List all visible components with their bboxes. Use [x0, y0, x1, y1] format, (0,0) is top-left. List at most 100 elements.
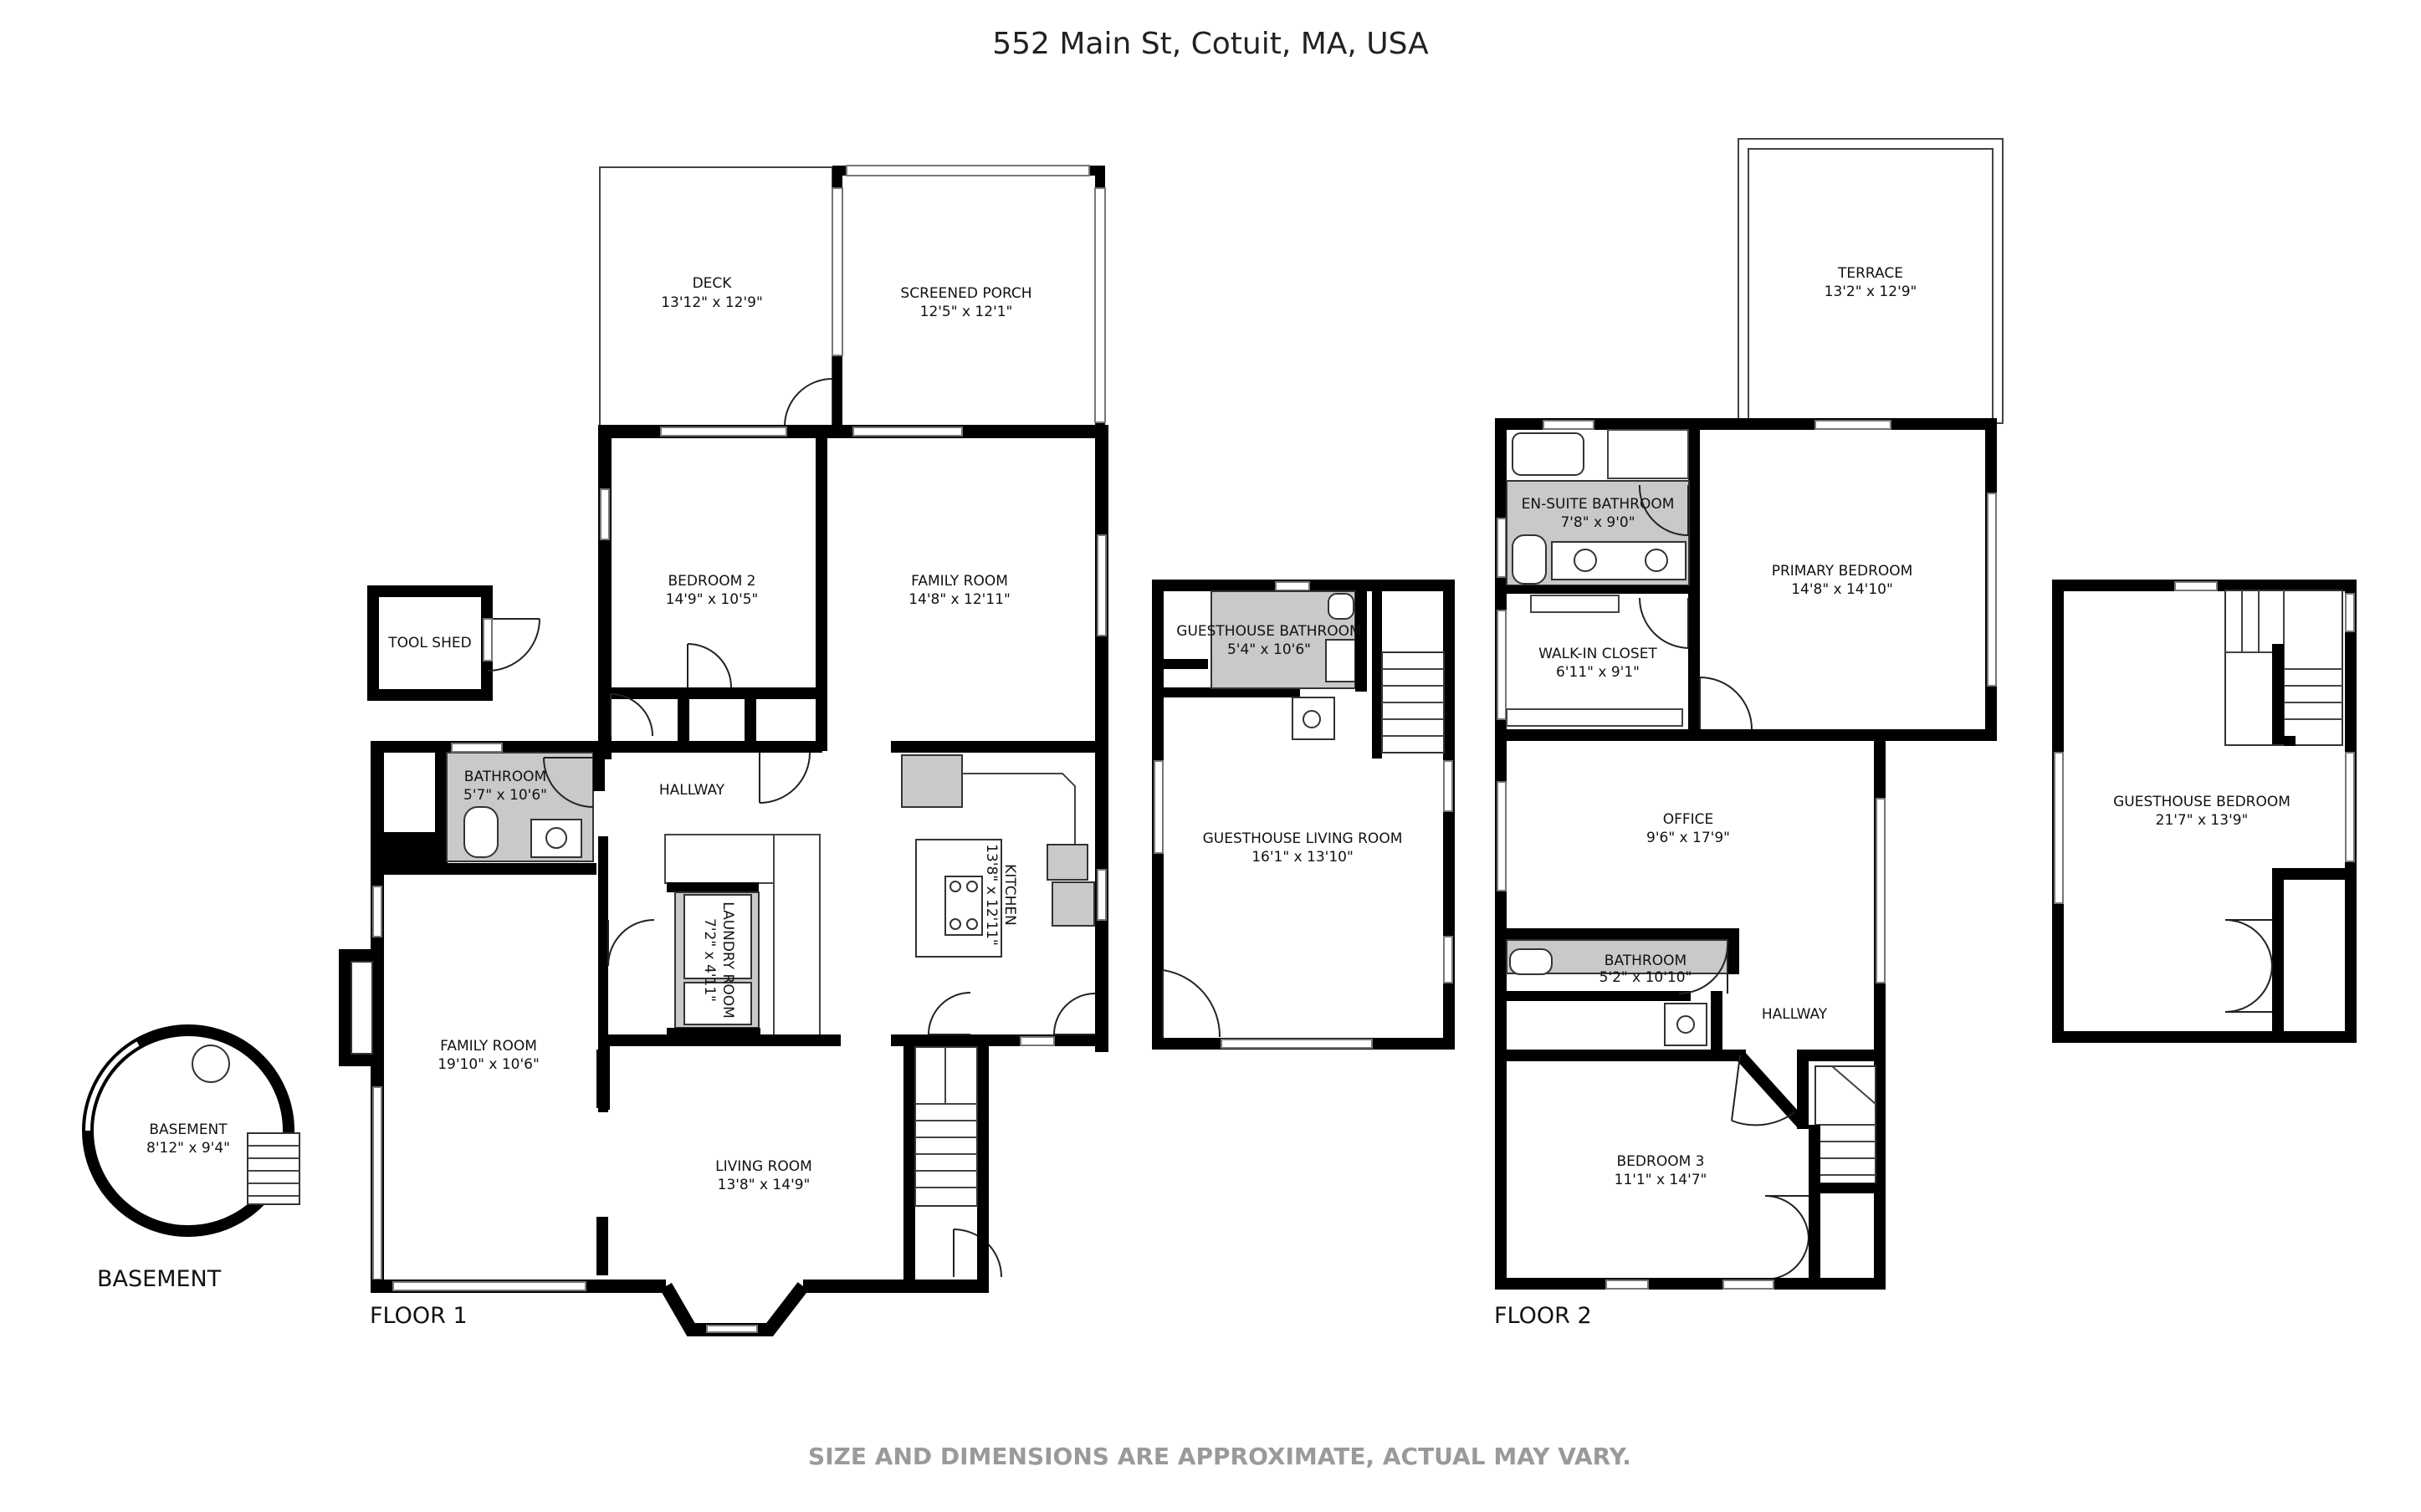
tool-shed-label: TOOL SHED: [387, 635, 471, 651]
primary-bedroom-dim: 14'8" x 14'10": [1791, 581, 1893, 598]
floor2-south-wall: [1495, 1278, 1886, 1290]
laundry-dim: 7'2" x 4'11": [701, 918, 718, 1002]
bedroom3-label: BEDROOM 3: [1617, 1153, 1705, 1170]
living-room-label: LIVING ROOM: [715, 1158, 812, 1175]
hallway-door[interactable]: [759, 752, 811, 804]
primary-west-wall: [1688, 418, 1700, 740]
bathroom-f2-door[interactable]: [1678, 944, 1728, 994]
gh-bath-bottom-wall: [1158, 687, 1300, 697]
office-label: OFFICE: [1663, 811, 1714, 828]
gh-bedroom-label: GUESTHOUSE BEDROOM: [2113, 794, 2290, 810]
deck-label: DECK: [693, 275, 733, 292]
office-bottom-wall: [1495, 928, 1729, 940]
laundry-closet-door[interactable]: [607, 919, 655, 967]
bay-window: [660, 1282, 809, 1336]
kitchen-dim: 13'8" x 12'11": [983, 844, 1000, 946]
terrace-dim: 13'2" x 12'9": [1825, 284, 1917, 300]
gh-closet-door-a[interactable]: [2224, 919, 2273, 968]
ensuite-door[interactable]: [1638, 484, 1689, 536]
walkin-closet-dim: 6'11" x 9'1": [1556, 664, 1640, 681]
porch-label: SCREENED PORCH: [900, 285, 1031, 302]
bedroom3-top-wall: [1495, 1050, 1746, 1061]
stairs-f1: [914, 1046, 978, 1207]
closet-door-2[interactable]: [1639, 597, 1689, 649]
disclaimer-text: SIZE AND DIMENSIONS ARE APPROXIMATE, ACT…: [808, 1443, 1631, 1470]
kitchen-label: KITCHEN: [1001, 864, 1018, 926]
family-room-lower-dim: 19'10" x 10'6": [438, 1056, 540, 1073]
gh-closet-top-wall: [2272, 868, 2351, 880]
bathtub: [1512, 432, 1584, 476]
kitchen-top-wall: [891, 741, 1107, 753]
family-room-upper-label: FAMILY ROOM: [911, 573, 1008, 590]
bathroom-f1-label: BATHROOM: [464, 769, 546, 785]
gh-living-dim: 16'1" x 13'10": [1251, 849, 1354, 866]
bedroom2-door[interactable]: [687, 643, 732, 688]
room-labels: DECK 13'12" x 12'9" SCREENED PORCH 12'5"…: [146, 265, 2290, 1193]
walkin-closet-label: WALK-IN CLOSET: [1538, 646, 1657, 662]
floor1-label: FLOOR 1: [370, 1303, 468, 1329]
gh-bathroom-label: GUESTHOUSE BATHROOM: [1176, 623, 1361, 640]
floor-2-plan: [1495, 138, 2004, 1290]
floor2-label: FLOOR 2: [1494, 1303, 1592, 1329]
bedroom3-door[interactable]: [1731, 1055, 1795, 1126]
deck-dim: 13'12" x 12'9": [661, 294, 763, 311]
terrace-label: TERRACE: [1837, 265, 1903, 282]
gh-living-label: GUESTHOUSE LIVING ROOM: [1203, 830, 1403, 847]
dishwasher: [1047, 844, 1088, 881]
closet-door[interactable]: [610, 693, 653, 737]
bedroom2-label: BEDROOM 2: [668, 573, 756, 590]
ensuite-label: EN-SUITE BATHROOM: [1522, 496, 1675, 513]
bathroom-f1-dim: 5'7" x 10'6": [463, 787, 547, 804]
floor-1-plan: [82, 165, 1108, 1336]
bathroom-f2-label: BATHROOM: [1605, 953, 1687, 969]
tool-shed-door[interactable]: [487, 618, 540, 672]
counter-block: [664, 834, 775, 884]
porch-door[interactable]: [784, 378, 833, 427]
guesthouse-first-floor: [1152, 580, 1455, 1050]
gh-stairs: [1381, 651, 1445, 753]
bathroom-bottom-wall: [371, 863, 596, 875]
east-wall: [1095, 425, 1108, 1052]
family-room-lower-label: FAMILY ROOM: [440, 1038, 537, 1055]
sink-f2: [1664, 1003, 1707, 1046]
address-title: 552 Main St, Cotuit, MA, USA: [992, 27, 1429, 61]
toilet-f2: [1509, 948, 1553, 975]
porch-dim: 12'5" x 12'1": [920, 304, 1013, 320]
gh-bathroom-dim: 5'4" x 10'6": [1227, 641, 1311, 658]
closet-top-wall: [1495, 585, 1689, 594]
bedroom3-closet-door-b[interactable]: [1764, 1235, 1809, 1280]
ensuite-dim: 7'8" x 9'0": [1560, 514, 1635, 531]
hallway-f1-label: HALLWAY: [659, 782, 725, 799]
living-top-wall: [598, 1034, 841, 1046]
stairs-f2: [1814, 1065, 1876, 1184]
bathroom-f2-dim: 5'2" x 10'10": [1599, 969, 1692, 986]
basement-room-label: BASEMENT: [149, 1121, 228, 1138]
gh-sink: [1325, 639, 1356, 682]
basement-floor-label: BASEMENT: [97, 1266, 222, 1292]
kitchen-sink: [1052, 881, 1095, 927]
kitchen-east-door[interactable]: [1053, 993, 1096, 1035]
bedroom3-closet-door-a[interactable]: [1764, 1195, 1809, 1240]
bathroom-f1-door[interactable]: [543, 757, 594, 808]
gh-closet-door-b[interactable]: [2224, 964, 2273, 1013]
living-room-dim: 13'8" x 14'9": [718, 1177, 811, 1193]
toilet-f1: [463, 806, 499, 858]
kitchen-door[interactable]: [928, 992, 971, 1035]
basement-stairs: [247, 1132, 300, 1205]
bedroom2-bottom-wall: [598, 687, 824, 699]
primary-bedroom-label: PRIMARY BEDROOM: [1772, 563, 1913, 580]
stair-left-wall: [903, 1045, 915, 1213]
bedroom2-dim: 14'9" x 10'5": [666, 591, 759, 608]
toilet-ensuite: [1512, 534, 1547, 585]
guesthouse-second-floor: [2052, 580, 2357, 1043]
laundry-label: LAUNDRY ROOM: [719, 902, 736, 1019]
bedroom2-right-wall: [816, 425, 827, 751]
basement-room-dim: 8'12" x 9'4": [146, 1140, 230, 1157]
fridge: [901, 754, 963, 808]
office-dim: 9'6" x 17'9": [1646, 830, 1730, 846]
hallway-f2-label: HALLWAY: [1762, 1006, 1828, 1023]
gh-living-door[interactable]: [1162, 969, 1221, 1038]
bedroom2-left-wall: [598, 425, 612, 759]
primary-door[interactable]: [1699, 677, 1753, 730]
